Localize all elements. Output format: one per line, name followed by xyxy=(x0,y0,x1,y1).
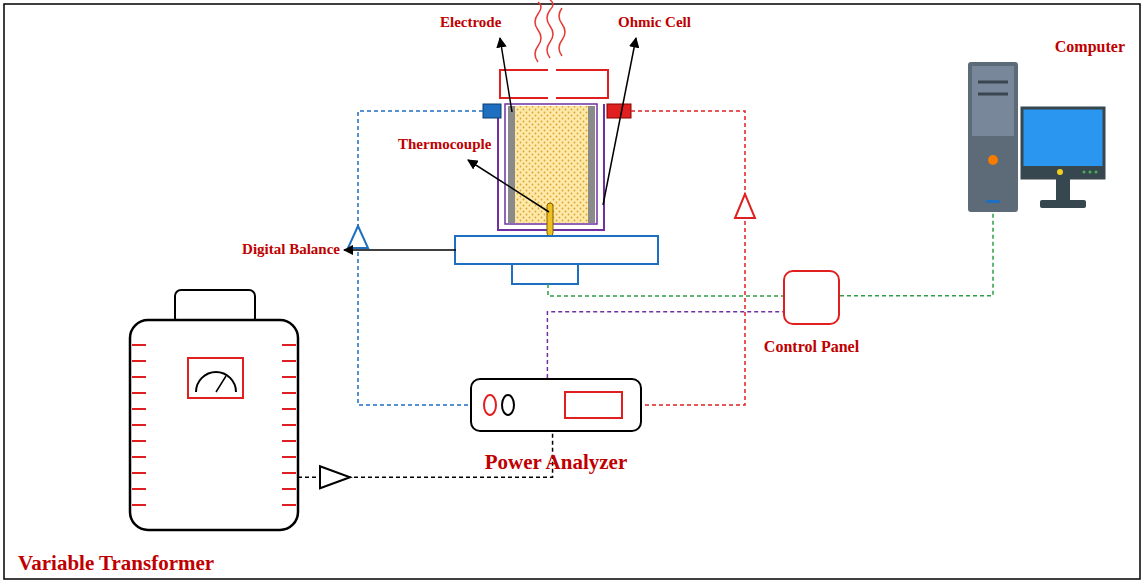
coil-tick xyxy=(282,408,296,410)
terminal-red xyxy=(607,104,631,118)
transformer-node: Variable Transformer xyxy=(130,290,298,530)
coil-tick xyxy=(132,472,146,474)
analyzer-knob xyxy=(484,395,496,415)
node-label: Power Analyzer xyxy=(485,450,628,474)
connector xyxy=(547,312,783,378)
connector-line xyxy=(840,212,993,296)
coil-tick xyxy=(282,376,296,378)
callout-label: Electrode xyxy=(440,14,501,31)
red-wire xyxy=(631,111,745,405)
coil-tick xyxy=(282,344,296,346)
coil-tick xyxy=(282,440,296,442)
coil-tick xyxy=(132,376,146,378)
terminal-blue xyxy=(483,104,501,118)
balance-base xyxy=(512,264,578,284)
connector xyxy=(840,212,993,296)
steam-lines xyxy=(535,0,565,62)
power-analyzer-box: Power Analyzer xyxy=(470,378,642,432)
computer-node: Computer xyxy=(965,60,1105,212)
callout-label: Ohmic Cell xyxy=(618,14,691,31)
coil-tick xyxy=(132,504,146,506)
thermocouple-probe xyxy=(547,203,553,236)
coil-tick xyxy=(282,504,296,506)
coil-tick xyxy=(132,344,146,346)
wire-arrow xyxy=(735,194,755,218)
coil-tick xyxy=(282,424,296,426)
coil-tick xyxy=(132,392,146,394)
callout-label: Thermocouple xyxy=(398,136,491,153)
arrow-head xyxy=(320,466,350,488)
coil-tick xyxy=(282,392,296,394)
computer-icon xyxy=(968,62,1104,212)
leader-lines xyxy=(344,38,636,250)
signal-wire xyxy=(548,284,783,296)
analyzer-display xyxy=(565,392,622,418)
coil-tick xyxy=(282,360,296,362)
node-label: Control Panel xyxy=(764,338,859,356)
node-label: Variable Transformer xyxy=(18,551,214,575)
coil-tick xyxy=(132,408,146,410)
electrode-plate xyxy=(508,106,515,223)
coil-tick xyxy=(282,488,296,490)
transformer-icon xyxy=(130,290,298,530)
balance-platform xyxy=(455,236,658,264)
analyzer-knob xyxy=(502,395,514,415)
blue-wire xyxy=(358,111,483,405)
coil-tick xyxy=(132,440,146,442)
electrode-plate xyxy=(588,106,595,223)
control-panel-box: Control Panel xyxy=(783,270,840,325)
frame xyxy=(4,4,1140,579)
coil-tick xyxy=(282,472,296,474)
coil-tick xyxy=(132,360,146,362)
coil-tick xyxy=(132,488,146,490)
coil-tick xyxy=(132,456,146,458)
lid-gap xyxy=(548,66,556,102)
coil-tick xyxy=(282,456,296,458)
callout-label: Digital Balance xyxy=(242,241,340,258)
connector-line xyxy=(547,312,783,378)
node-label: Computer xyxy=(1055,38,1125,56)
wire-arrow xyxy=(348,226,368,248)
coil-tick xyxy=(132,424,146,426)
